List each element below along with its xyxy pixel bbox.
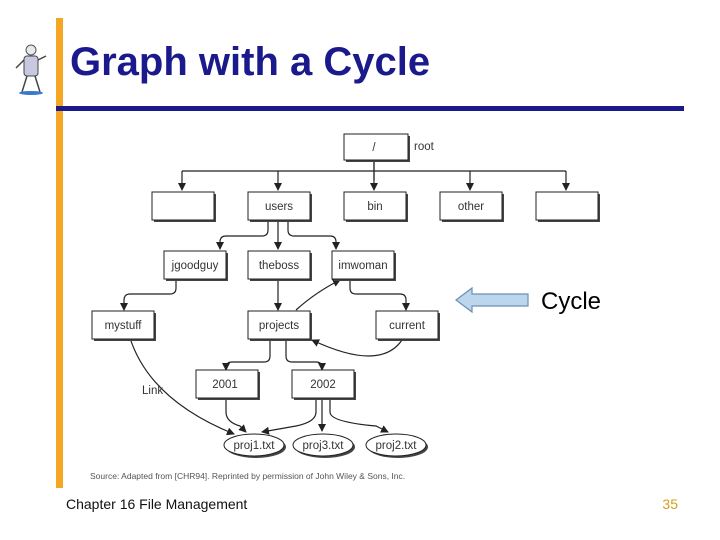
svg-text:2001: 2001 — [212, 379, 238, 391]
dir-node-2002: 2002 — [291, 369, 356, 400]
svg-text:mystuff: mystuff — [105, 320, 143, 332]
dir-node-users: users — [247, 191, 312, 222]
root-label: root — [414, 141, 435, 153]
svg-text:bin: bin — [367, 201, 382, 213]
svg-text:other: other — [458, 201, 484, 213]
file-node-proj2: proj2.txt — [365, 433, 428, 458]
file-node-proj3: proj3.txt — [292, 433, 355, 458]
page-number: 35 — [662, 496, 678, 512]
dir-node-mystuff: mystuff — [91, 310, 156, 341]
file-node-proj1: proj1.txt — [223, 433, 286, 458]
svg-text:jgoodguy: jgoodguy — [171, 260, 219, 272]
svg-text:2002: 2002 — [310, 379, 336, 391]
slide-title: Graph with a Cycle — [70, 40, 431, 84]
svg-text:projects: projects — [259, 320, 300, 332]
title-rule — [56, 106, 684, 111]
footer-chapter: Chapter 16 File Management — [66, 496, 248, 512]
dir-node-projects: projects — [247, 310, 312, 341]
svg-text:theboss: theboss — [259, 260, 300, 272]
dir-node-empty-left — [151, 191, 216, 222]
link-label: Link — [142, 385, 163, 397]
svg-text:proj2.txt: proj2.txt — [376, 440, 418, 452]
dir-node-other: other — [439, 191, 504, 222]
graph-edges — [120, 158, 570, 436]
svg-text:users: users — [265, 201, 293, 213]
svg-text:imwoman: imwoman — [338, 260, 387, 272]
accent-vertical-bar — [56, 18, 63, 488]
dir-node-2001: 2001 — [195, 369, 260, 400]
svg-text:proj1.txt: proj1.txt — [234, 440, 276, 452]
dir-node-imwoman: imwoman — [331, 250, 396, 281]
dir-node-empty-right — [535, 191, 600, 222]
root-node: / root — [343, 133, 435, 162]
dir-node-current: current — [375, 310, 440, 341]
cycle-label: Cycle — [541, 288, 602, 315]
svg-text:current: current — [389, 320, 426, 332]
dir-node-jgoodguy: jgoodguy — [163, 250, 228, 281]
source-citation: Source: Adapted from [CHR94]. Reprinted … — [90, 471, 406, 481]
mascot-logo — [15, 44, 47, 95]
dir-node-theboss: theboss — [247, 250, 312, 281]
dir-node-bin: bin — [343, 191, 408, 222]
cycle-pointer-arrow — [455, 286, 529, 314]
svg-text:proj3.txt: proj3.txt — [303, 440, 345, 452]
root-dir-text: / — [372, 142, 376, 154]
